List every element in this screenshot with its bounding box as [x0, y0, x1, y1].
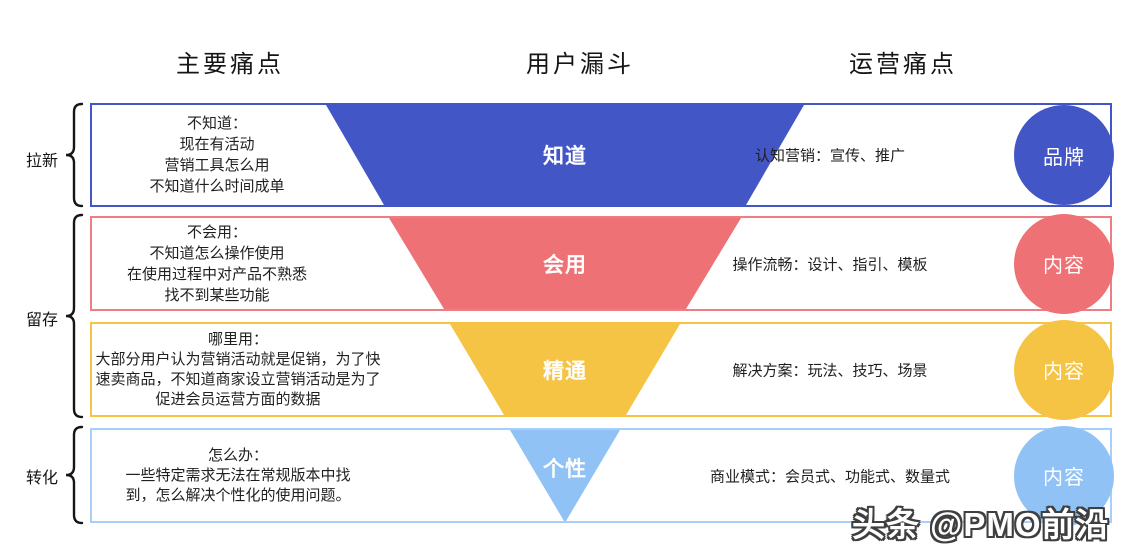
ops-pain-text: 操作流畅：设计、指引、模板	[732, 256, 928, 273]
ops-category-circle: 品牌	[1014, 105, 1114, 205]
funnel-stage-label: 会用	[543, 253, 587, 277]
watermark: 头条 @PMO前沿	[852, 506, 1110, 543]
pain-points-text: 不会用： 不知道怎么操作使用 在使用过程中对产品不熟悉 找不到某些功能	[126, 223, 307, 304]
ops-pain-text: 解决方案：玩法、技巧、场景	[732, 362, 928, 379]
group-label-retention: 留存	[25, 312, 58, 329]
ops-category-circle: 内容	[1014, 213, 1114, 314]
funnel-segment	[326, 105, 804, 205]
funnel-row-proficient: 哪里用： 大部分用户认为营销活动就是促销，为了快 速卖商品，不知道商家设立营销活…	[90, 319, 1114, 420]
ops-pain-text: 认知营销：宣传、推广	[754, 147, 905, 165]
pain-points-text: 怎么办： 一些特定需求无法在常规版本中找 到，怎么解决个性化的使用问题。	[125, 446, 351, 504]
funnel-row-can-use: 不会用： 不知道怎么操作使用 在使用过程中对产品不熟悉 找不到某些功能 会用 操…	[90, 213, 1114, 314]
pain-points-text: 不知道： 现在有活动 营销工具怎么用 不知道什么时间成单	[149, 115, 285, 195]
column-header-main-pain: 主要痛点	[176, 51, 284, 78]
pain-points-text: 哪里用： 大部分用户认为营销活动就是促销，为了快 速卖商品，不知道商家设立营销活…	[95, 330, 381, 408]
brace-icon	[65, 425, 84, 525]
group-label-conversion: 转化	[25, 470, 58, 487]
funnel-stage-label: 精通	[543, 359, 587, 383]
brace-icon	[65, 102, 84, 208]
brace-icon	[65, 213, 84, 419]
column-header-user-funnel: 用户漏斗	[526, 51, 634, 78]
ops-category-circle: 内容	[1014, 319, 1114, 420]
ops-pain-text: 商业模式：会员式、功能式、数量式	[709, 468, 950, 485]
funnel-row-personalized: 怎么办： 一些特定需求无法在常规版本中找 到，怎么解决个性化的使用问题。 个性 …	[90, 425, 1114, 526]
funnel-stage-label: 个性	[543, 458, 587, 482]
funnel-stage-label: 知道	[543, 145, 587, 168]
group-label-acquisition: 拉新	[25, 153, 58, 170]
column-header-ops-pain: 运营痛点	[849, 51, 957, 78]
ops-category-circle: 内容	[1014, 425, 1114, 526]
funnel-row-know: 不知道： 现在有活动 营销工具怎么用 不知道什么时间成单 知道 认知营销：宣传、…	[90, 103, 1114, 207]
funnel-segment	[389, 218, 741, 309]
